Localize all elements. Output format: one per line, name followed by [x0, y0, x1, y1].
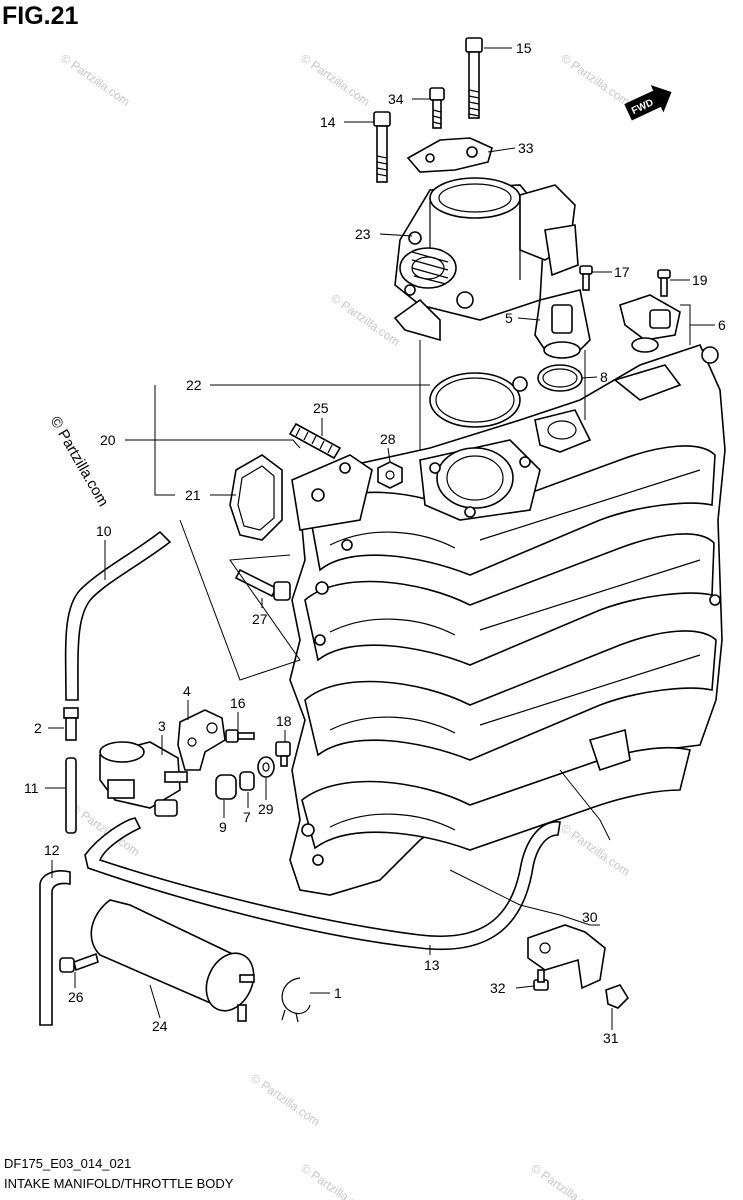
drawing-code: DF175_E03_014_021	[4, 1156, 132, 1171]
hose-12	[39, 870, 71, 1026]
callout-19: 19	[692, 272, 708, 288]
callout-24: 24	[152, 1018, 168, 1034]
figure-caption: INTAKE MANIFOLD/THROTTLE BODY	[4, 1176, 234, 1191]
callout-8: 8	[600, 369, 608, 385]
connector-2	[63, 707, 79, 741]
callout-23: 23	[355, 226, 371, 242]
bolt-15	[465, 37, 483, 119]
callout-7: 7	[243, 809, 251, 825]
figure-title: FIG.21	[2, 2, 79, 30]
fwd-arrow-icon: FWD	[624, 85, 672, 121]
callout-22: 22	[186, 377, 202, 393]
leader-lines	[45, 47, 715, 1030]
washer-29	[257, 756, 275, 778]
watermark: © Partzilla.com	[328, 291, 402, 349]
bolt-34	[429, 87, 445, 129]
callout-29: 29	[258, 801, 274, 817]
callout-34: 34	[388, 91, 404, 107]
hose-11	[65, 757, 77, 834]
callout-11: 11	[24, 780, 39, 796]
callout-6: 6	[718, 317, 726, 333]
sensor-6	[619, 294, 681, 353]
bracket-30	[527, 924, 606, 990]
bolt-14	[373, 111, 391, 183]
canister-24	[90, 899, 255, 1022]
callout-1: 1	[334, 985, 342, 1001]
watermark: © Partzilla.com	[558, 821, 632, 879]
callout-12: 12	[44, 842, 60, 858]
nut-28	[377, 461, 403, 489]
bracket-4	[177, 709, 226, 771]
intake-manifold	[289, 344, 726, 896]
callout-10: 10	[96, 523, 112, 539]
watermark: © Partzilla.com	[298, 51, 372, 109]
callout-15: 15	[516, 40, 532, 56]
watermark: © Partzilla.com	[58, 51, 132, 109]
callout-13: 13	[424, 957, 440, 973]
collar-7	[239, 771, 255, 791]
callout-25: 25	[313, 400, 329, 416]
screw-17	[579, 265, 593, 291]
watermark: © Partzilla.com	[528, 1161, 602, 1200]
callout-18: 18	[276, 713, 292, 729]
clip-1	[281, 977, 311, 1023]
callout-14: 14	[320, 114, 336, 130]
bolt-26	[59, 952, 99, 973]
hose-10	[64, 530, 172, 701]
callout-5: 5	[505, 310, 513, 326]
screw-19	[657, 269, 671, 297]
throttle-body	[393, 177, 579, 342]
callout-32: 32	[490, 980, 506, 996]
gasket-33	[406, 137, 493, 173]
bolt-16	[225, 729, 255, 743]
callout-21: 21	[185, 487, 201, 503]
callout-20: 20	[100, 432, 116, 448]
watermark: © Partzilla.com	[248, 1071, 322, 1129]
bolt-32	[533, 969, 549, 991]
grommet-9	[215, 774, 237, 800]
stud-25	[288, 422, 342, 460]
watermark: © Partzilla.com	[298, 1161, 372, 1200]
callout-27: 27	[252, 611, 268, 627]
callout-26: 26	[68, 989, 84, 1005]
guide-lines	[179, 340, 611, 906]
callout-16: 16	[230, 695, 246, 711]
callout-9: 9	[219, 819, 227, 835]
solenoid-valve-3	[99, 741, 188, 817]
gasket-21	[229, 454, 283, 541]
hose-13	[84, 817, 561, 951]
watermark-vertical: © Partzilla.com	[47, 414, 112, 510]
callout-33: 33	[518, 140, 534, 156]
callout-2: 2	[34, 720, 42, 736]
callout-3: 3	[158, 718, 166, 734]
o-ring-22	[429, 372, 528, 428]
callout-numbers: 15 34 14 33 23 17 19 5 6 8 22 25 20 28 2…	[24, 40, 726, 1046]
watermark: © Partzilla.com	[558, 51, 632, 109]
callout-28: 28	[380, 431, 396, 447]
callout-30: 30	[582, 909, 598, 925]
callout-4: 4	[183, 683, 191, 699]
o-ring-8	[537, 364, 583, 392]
idle-air-valve-5	[534, 289, 591, 359]
bolt-18	[275, 741, 291, 767]
bolt-27	[234, 568, 291, 601]
callout-17: 17	[614, 264, 630, 280]
callout-31: 31	[603, 1030, 619, 1046]
clamp-31	[605, 984, 630, 1009]
